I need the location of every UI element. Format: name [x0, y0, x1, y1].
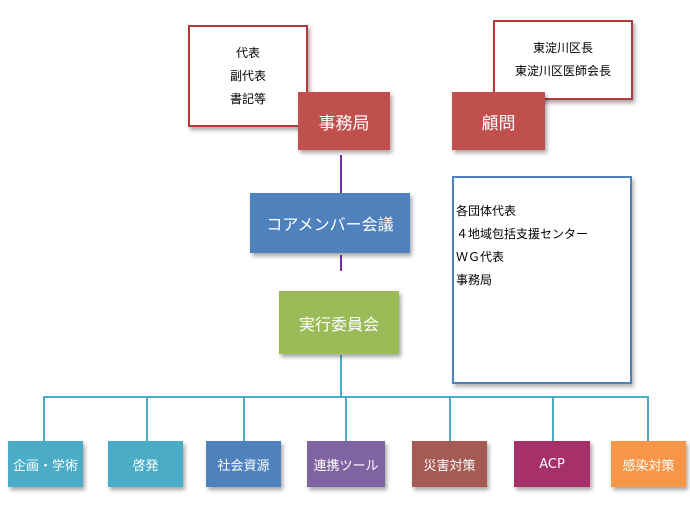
branch-drop-3 [243, 396, 245, 441]
committee-box: 実行委員会 [279, 291, 399, 354]
core-member-line-4: 事務局 [456, 273, 493, 287]
core-members-box: 各団体代表 ４地域包括支援センター ＷＧ代表 事務局 [452, 176, 632, 384]
wg-awareness-label: 啓発 [132, 458, 159, 474]
branch-drop-7 [647, 396, 649, 441]
wg-disaster-response-box: 災害対策 [412, 441, 487, 487]
core-member-line-3: ＷＧ代表 [456, 250, 505, 264]
branch-drop-5 [449, 396, 451, 441]
leadership-line-2: 副代表 [229, 68, 266, 83]
branch-drop-1 [43, 396, 45, 441]
wg-planning-academic-label: 企画・学術 [12, 458, 78, 474]
advisor-note: 東淀川区長 東淀川区医師会長 [493, 20, 633, 100]
advisor-line-2: 東淀川区医師会長 [514, 64, 611, 78]
core-meeting-box: コアメンバー会議 [250, 193, 410, 253]
wg-social-resources-box: 社会資源 [206, 441, 281, 487]
office-to-core-connector [340, 155, 342, 195]
wg-social-resources-label: 社会資源 [217, 458, 270, 474]
advisor-line-1: 東淀川区長 [532, 41, 593, 55]
wg-acp-box: ACP [514, 441, 590, 487]
office-label: 事務局 [318, 113, 370, 134]
wg-planning-academic-box: 企画・学術 [8, 441, 83, 487]
advisor-label: 顧問 [481, 113, 516, 134]
leadership-line-3: 書記等 [229, 91, 266, 106]
leadership-note: 代表 副代表 書記等 [188, 25, 308, 127]
wg-infection-control-label: 感染対策 [622, 458, 675, 474]
core-to-committee-connector [340, 255, 342, 271]
branch-drop-4 [345, 396, 347, 441]
wg-collaboration-tools-box: 連携ツール [307, 441, 385, 487]
wg-awareness-box: 啓発 [108, 441, 183, 487]
wg-infection-control-box: 感染対策 [611, 441, 686, 487]
wg-collaboration-tools-label: 連携ツール [313, 458, 379, 474]
office-box: 事務局 [298, 92, 390, 150]
branch-drop-6 [552, 396, 554, 441]
committee-trunk-line [340, 355, 342, 397]
core-member-line-1: 各団体代表 [456, 204, 517, 218]
wg-disaster-response-label: 災害対策 [423, 458, 476, 474]
core-member-line-2: ４地域包括支援センター [456, 227, 589, 241]
advisor-box: 顧問 [452, 92, 545, 150]
committee-label: 実行委員会 [298, 314, 379, 334]
core-meeting-label: コアメンバー会議 [266, 215, 394, 234]
branch-drop-2 [146, 396, 148, 441]
leadership-line-1: 代表 [235, 45, 260, 60]
wg-acp-label: ACP [539, 456, 565, 472]
